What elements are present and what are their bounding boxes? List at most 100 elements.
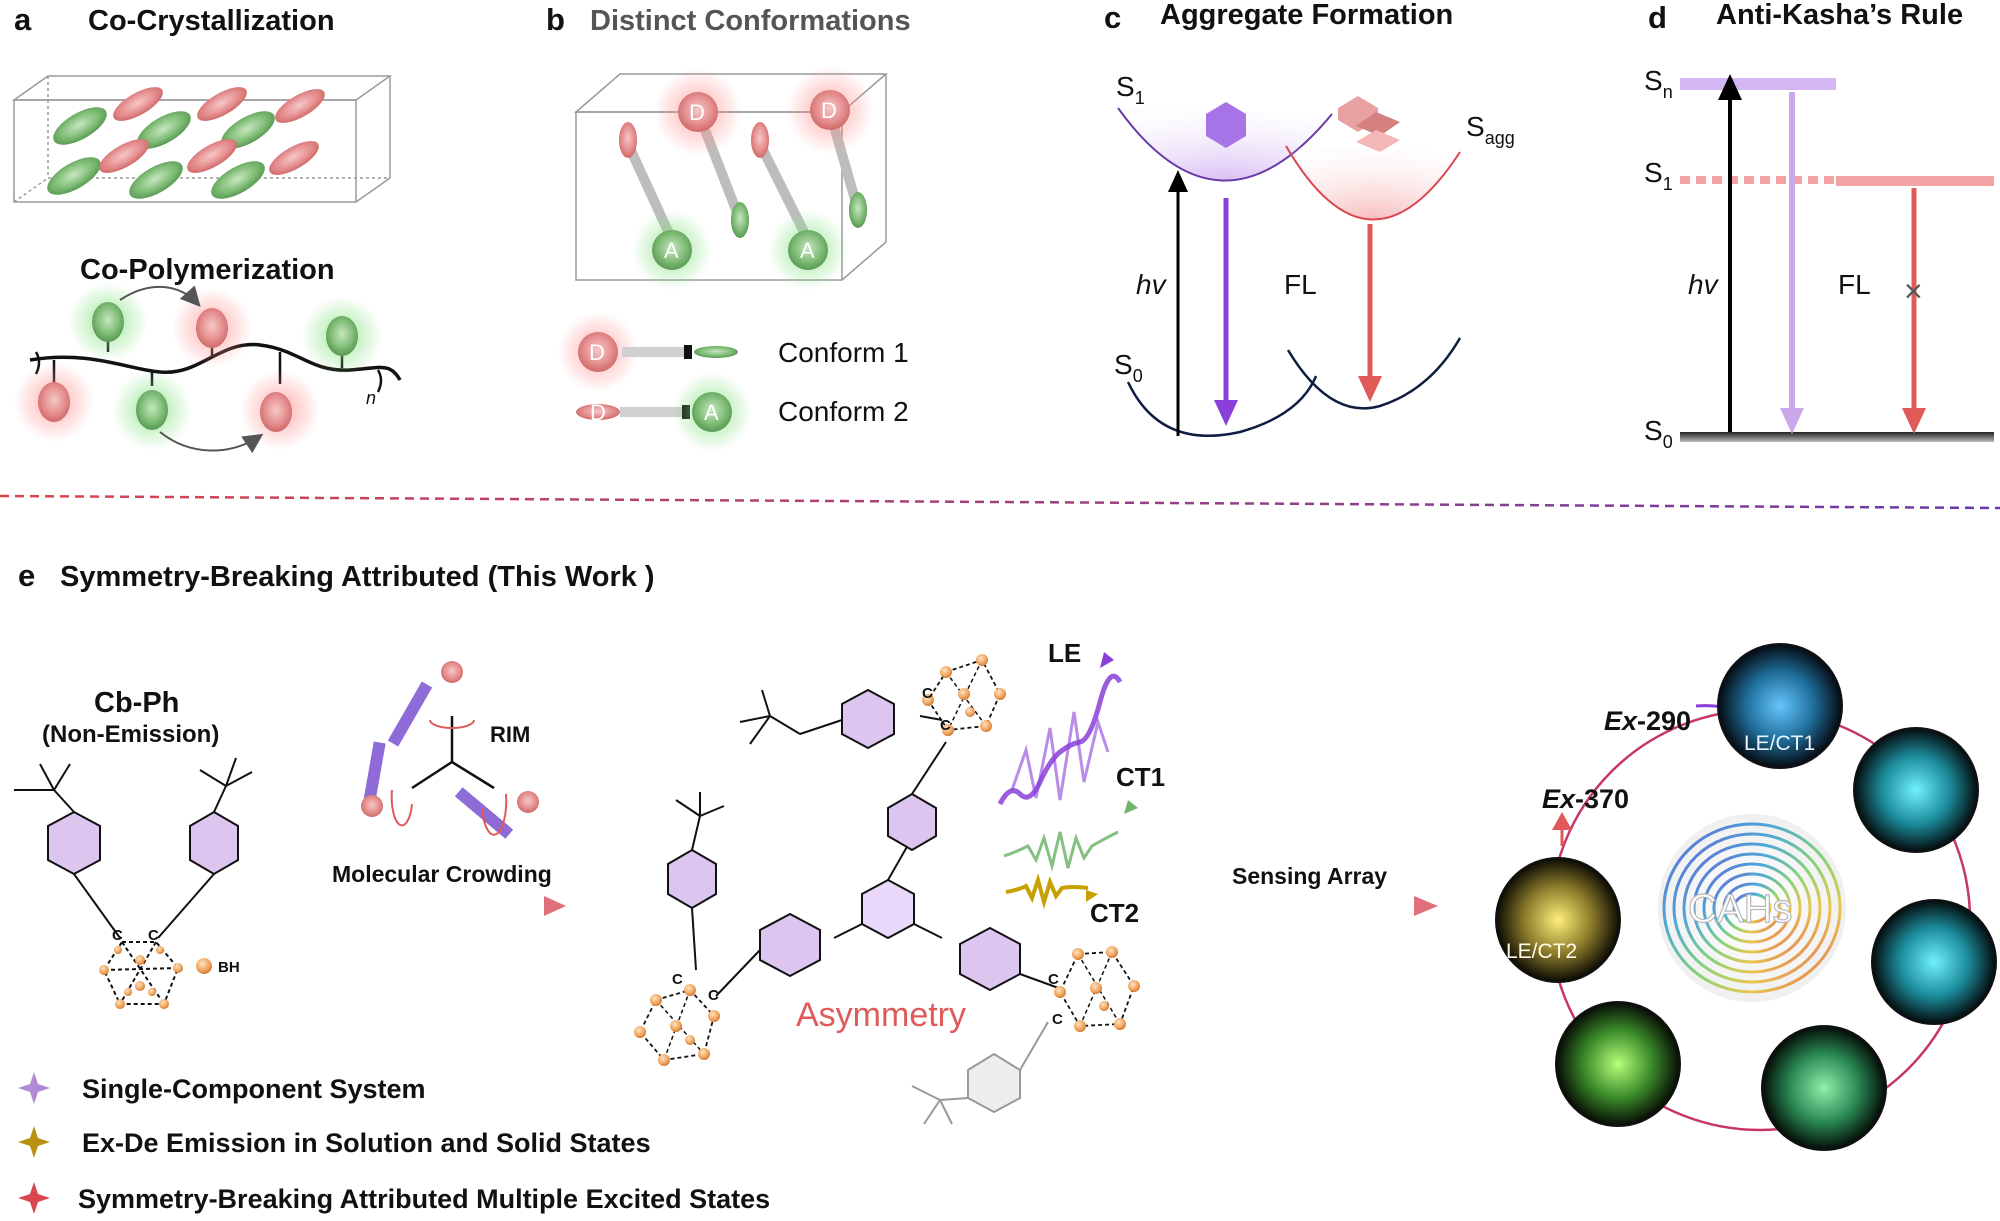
hv-label: hv [1136, 269, 1168, 300]
sagg-curve [1285, 145, 1461, 221]
molecular-crowding-label: Molecular Crowding [332, 861, 552, 887]
bh-label: BH [218, 959, 240, 976]
s0-agg-curve [1286, 337, 1462, 410]
ex370-label: Ex-370 [1542, 784, 1629, 814]
asymmetry-label: Asymmetry [796, 996, 966, 1034]
conformation-molecules: D D A A [619, 66, 874, 290]
excitation-arrowhead [1718, 74, 1742, 100]
feature-list: Single-Component System Ex-De Emission i… [18, 1072, 770, 1214]
agg-emission-arrowhead [1358, 376, 1382, 402]
non-emission-label: (Non-Emission) [42, 721, 219, 748]
carbon-label: C [708, 987, 719, 1004]
sn-label: Sn [1644, 65, 1673, 102]
panel-a: a Co-Crystallization Co-Polymerization [11, 2, 402, 454]
panel-b-letter: b [546, 2, 565, 37]
le-ct2-label: LE/CT2 [1506, 940, 1577, 963]
hv-label: hv [1688, 269, 1720, 300]
ct2-label: CT2 [1090, 898, 1139, 928]
crowding-arrowhead [544, 896, 566, 916]
sensing-array-label: Sensing Array [1232, 863, 1387, 889]
cahs-fingerprint-icon [1658, 814, 1846, 1002]
panel-d-letter: d [1648, 0, 1667, 35]
carborane-top [922, 654, 1006, 736]
carbon-label: C [940, 717, 951, 734]
ex370-arrowhead [1552, 812, 1572, 830]
bh-atom-icon [196, 958, 212, 974]
carbon-label: C [922, 685, 933, 702]
feature-label: Single-Component System [82, 1074, 426, 1104]
carbon-label: C [112, 927, 123, 944]
s1-level [1836, 176, 1994, 186]
feature-item: Symmetry-Breaking Attributed Multiple Ex… [18, 1182, 770, 1214]
sensor-disk [1853, 727, 1979, 853]
carbon-label: C [148, 927, 159, 944]
conform-1-label: Conform 1 [778, 337, 909, 368]
co-crystal-ellipses [47, 87, 325, 199]
ex290-label: Ex-290 [1604, 706, 1691, 736]
feature-item: Ex-De Emission in Solution and Solid Sta… [18, 1126, 651, 1158]
feature-label: Symmetry-Breaking Attributed Multiple Ex… [78, 1184, 770, 1214]
rim-rotor-icon [361, 661, 539, 839]
sensor-disk [1555, 1001, 1681, 1127]
sparkle-icon [18, 1072, 50, 1104]
panel-b-title: Distinct Conformations [590, 5, 911, 37]
acceptor-label: A [800, 238, 815, 263]
excitation-arrowhead [1168, 170, 1188, 192]
acceptor-label: A [704, 400, 719, 425]
forbidden-cross: × [1904, 273, 1923, 309]
s1-emission-arrowhead [1214, 400, 1238, 426]
asymmetric-molecule [667, 688, 1065, 1125]
rim-label: RIM [490, 722, 530, 747]
s1-curve [1117, 107, 1333, 182]
carborane-right [1054, 946, 1140, 1032]
donor-label: D [689, 100, 705, 125]
carbon-label: C [1048, 971, 1059, 988]
sensor-disk-le-ct1 [1717, 643, 1843, 769]
s1-emission-arrowhead [1902, 408, 1926, 434]
carborane-left [634, 984, 720, 1066]
panel-a-letter: a [14, 2, 32, 37]
sagg-label: Sagg [1466, 111, 1515, 148]
ct1-wave-icon [1003, 800, 1138, 872]
le-ct1-label: LE/CT1 [1744, 732, 1815, 755]
sn-level [1680, 78, 1836, 90]
acceptor-label: A [664, 238, 679, 263]
donor-label: D [590, 400, 606, 425]
panel-e-letter: e [18, 558, 35, 593]
conform-2-molecule: D A [576, 372, 752, 452]
sensor-disk-le-ct2 [1495, 857, 1621, 983]
cbph-boron-atoms [99, 946, 183, 1009]
feature-label: Ex-De Emission in Solution and Solid Sta… [82, 1128, 651, 1158]
cbph-molecule [14, 757, 253, 1005]
s1-label: S1 [1644, 157, 1673, 194]
ct2-wave-icon [1005, 873, 1098, 910]
panel-divider [0, 494, 2000, 510]
polymer-n: n [366, 388, 376, 408]
s0-curve [1126, 375, 1318, 437]
le-wave-icon [997, 652, 1123, 806]
panel-c-title: Aggregate Formation [1160, 0, 1453, 31]
panel-c: c Aggregate Formation S1 Sagg S0 hv FL [1104, 0, 1515, 437]
donor-label: D [589, 340, 605, 365]
s0-label: S0 [1114, 349, 1143, 386]
hexagon-icon [1206, 102, 1246, 148]
s0-label: S0 [1644, 415, 1673, 452]
sparkle-icon [18, 1182, 50, 1214]
fl-label: FL [1838, 269, 1871, 300]
panel-e-title: Symmetry-Breaking Attributed (This Work … [60, 561, 655, 593]
panel-a-subtitle: Co-Polymerization [80, 254, 335, 286]
panel-d-title: Anti-Kasha’s Rule [1716, 0, 1963, 31]
donor-label: D [821, 98, 837, 123]
panel-a-title: Co-Crystallization [88, 5, 335, 37]
s0-level [1680, 432, 1994, 442]
sensing-arrowhead [1414, 896, 1438, 916]
cahs-label: CAHs [1688, 887, 1792, 931]
panel-c-letter: c [1104, 0, 1121, 35]
sn-emission-arrowhead [1780, 408, 1804, 434]
carbon-label: C [1052, 1011, 1063, 1028]
fl-label: FL [1284, 269, 1317, 300]
panel-d: d Anti-Kasha’s Rule Sn S1 S0 × hv FL [1644, 0, 1994, 452]
cbph-label: Cb-Ph [94, 687, 179, 719]
le-label: LE [1048, 638, 1081, 668]
